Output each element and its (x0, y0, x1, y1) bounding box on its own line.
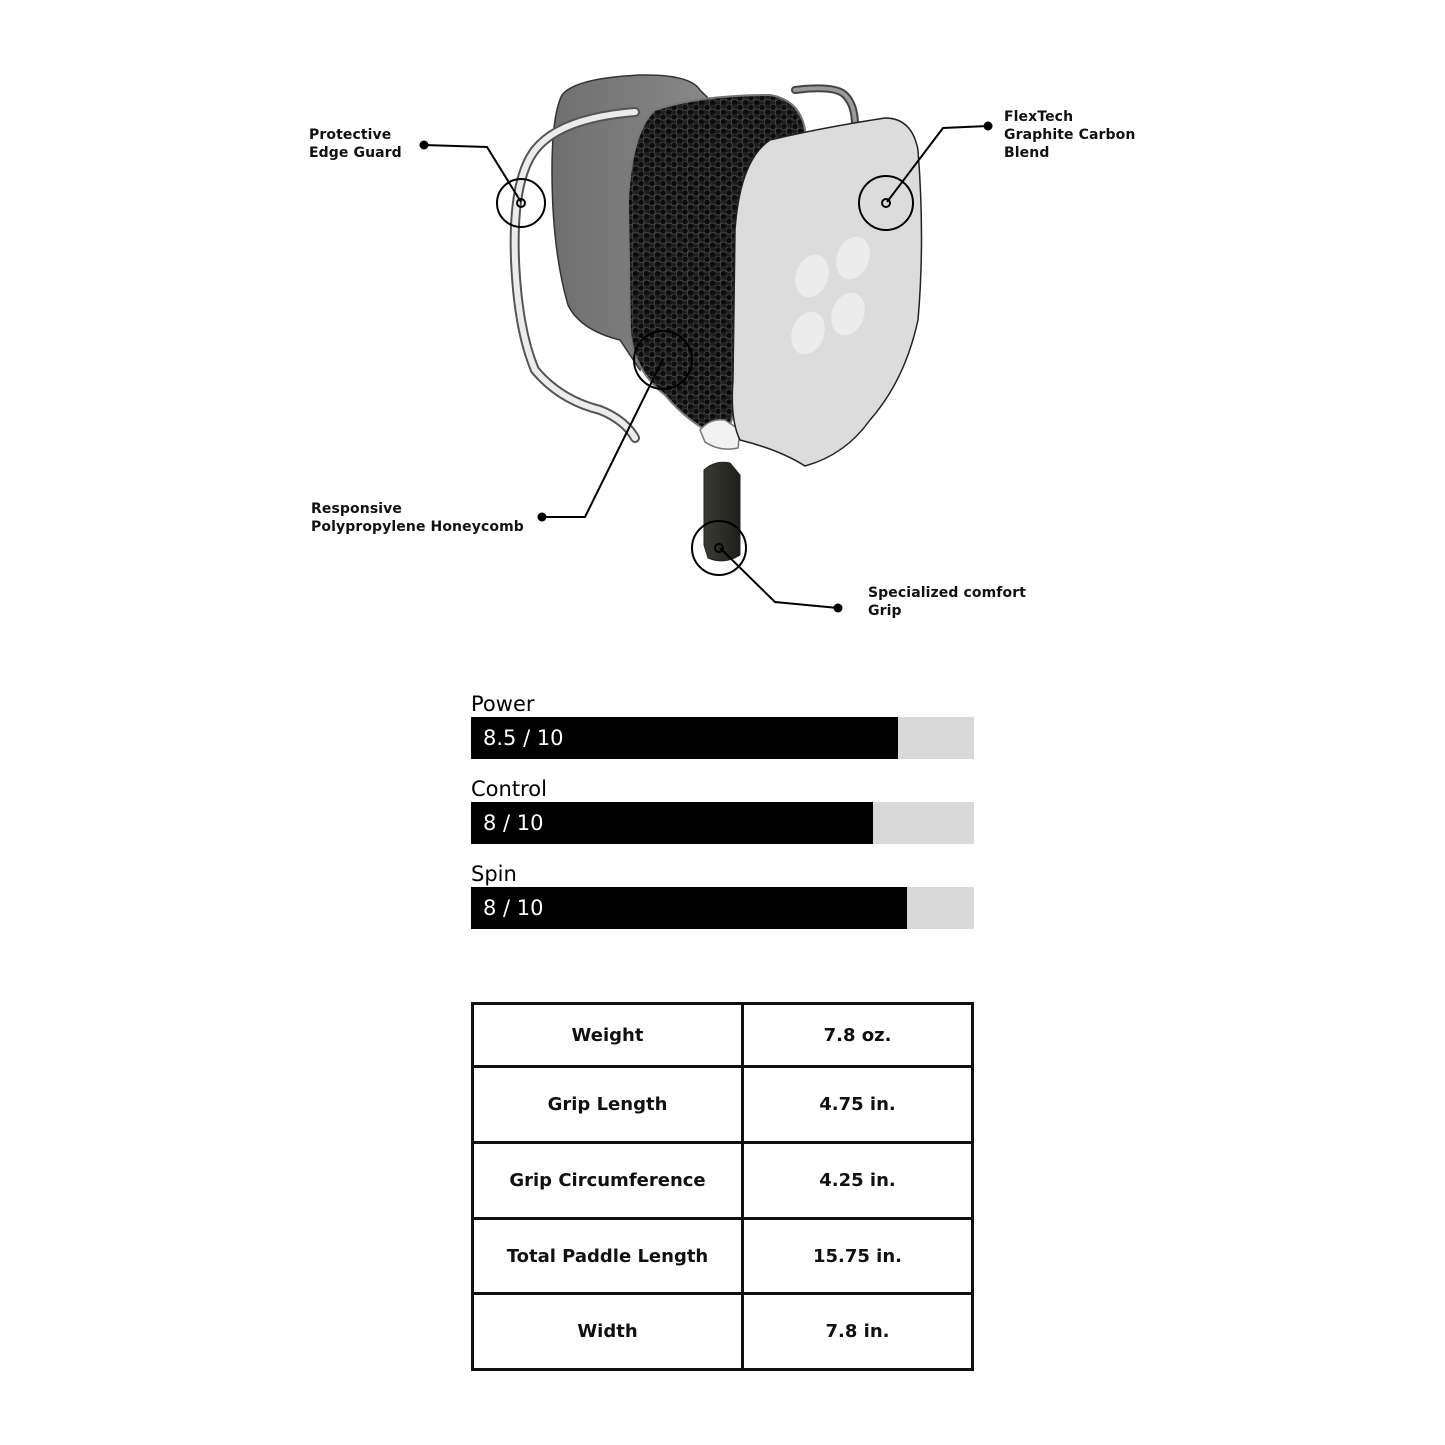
rating-control: Control 8 / 10 (471, 776, 974, 844)
rating-fill (471, 717, 898, 759)
paddle-illustration (419, 74, 993, 613)
rating-power: Power 8.5 / 10 (471, 691, 974, 759)
callout-grip (691, 520, 843, 613)
table-row: Grip Circumference 4.25 in. (471, 1141, 974, 1220)
callout-label-honeycomb: Responsive Polypropylene Honeycomb (311, 500, 524, 536)
rating-value: 8 / 10 (483, 811, 544, 835)
rating-spin: Spin 8 / 10 (471, 861, 974, 929)
rating-value: 8.5 / 10 (483, 726, 564, 750)
label-line: Graphite Carbon (1004, 127, 1136, 143)
spec-value: 15.75 in. (741, 1217, 974, 1295)
spec-name: Weight (471, 1002, 744, 1068)
callout-label-edge-guard: Protective Edge Guard (309, 126, 402, 162)
spec-name: Total Paddle Length (471, 1217, 744, 1295)
label-line: Protective (309, 127, 392, 143)
rating-track: 8.5 / 10 (471, 717, 974, 759)
exploded-paddle-diagram: Protective Edge Guard FlexTech Graphite … (0, 0, 1445, 650)
callout-label-grip: Specialized comfort Grip (868, 584, 1026, 620)
spec-name: Width (471, 1292, 744, 1371)
grip-handle (703, 461, 741, 562)
edge-guard-left (509, 107, 640, 443)
callout-edge-guard (419, 140, 546, 228)
spec-value: 7.8 oz. (741, 1002, 974, 1068)
table-row: Weight 7.8 oz. (471, 1002, 974, 1068)
callout-honeycomb (537, 330, 693, 522)
table-row: Width 7.8 in. (471, 1292, 974, 1371)
spec-name: Grip Length (471, 1065, 744, 1144)
label-line: Polypropylene Honeycomb (311, 519, 524, 535)
label-line: Blend (1004, 145, 1050, 161)
rating-title: Spin (471, 862, 517, 886)
spec-value: 4.25 in. (741, 1141, 974, 1220)
label-line: Responsive (311, 501, 402, 517)
spec-name: Grip Circumference (471, 1141, 744, 1220)
rating-title: Control (471, 777, 547, 801)
table-row: Grip Length 4.75 in. (471, 1065, 974, 1144)
table-row: Total Paddle Length 15.75 in. (471, 1217, 974, 1295)
specs-table: Weight 7.8 oz. Grip Length 4.75 in. Grip… (471, 1002, 974, 1371)
rating-value: 8 / 10 (483, 896, 544, 920)
callout-face (858, 121, 993, 231)
rating-fill (471, 887, 907, 929)
label-line: Specialized comfort (868, 585, 1026, 601)
spec-value: 4.75 in. (741, 1065, 974, 1144)
callout-label-face: FlexTech Graphite Carbon Blend (1004, 108, 1135, 162)
label-line: FlexTech (1004, 109, 1074, 125)
face-plate (731, 117, 923, 467)
rating-title: Power (471, 692, 535, 716)
rating-track: 8 / 10 (471, 802, 974, 844)
rating-fill (471, 802, 873, 844)
label-line: Grip (868, 603, 902, 619)
edge-guard-right (791, 84, 859, 129)
spec-value: 7.8 in. (741, 1292, 974, 1371)
rating-track: 8 / 10 (471, 887, 974, 929)
label-line: Edge Guard (309, 145, 402, 161)
